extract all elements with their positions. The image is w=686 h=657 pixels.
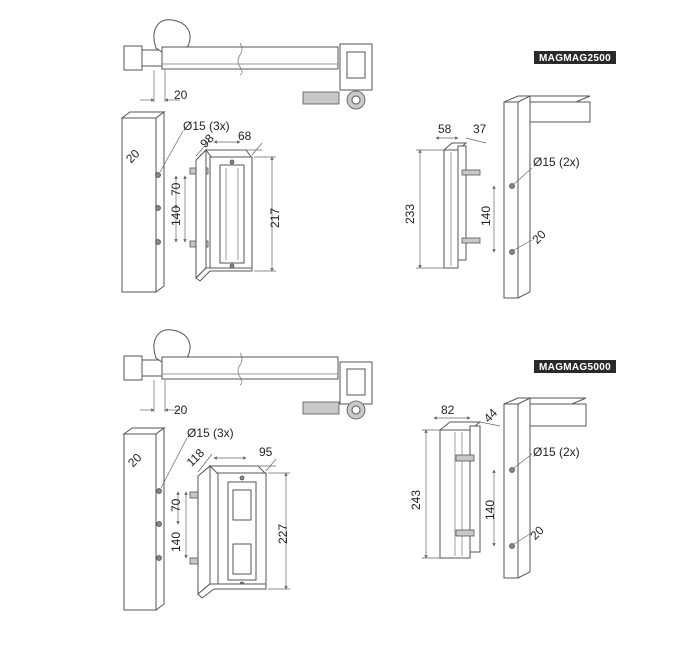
side-post bbox=[503, 403, 519, 579]
plate-depth-label: 82 bbox=[441, 403, 455, 417]
post-with-bracket-2: 20 Ø15 (3x) 70 140 118 bbox=[122, 426, 290, 611]
bracket-width-label: 68 bbox=[238, 129, 252, 143]
model-magmag2500: 20 20 Ø15 (3x) 70 140 bbox=[120, 19, 616, 299]
plate-width-label: 44 bbox=[481, 406, 501, 426]
plate-height-label: 233 bbox=[403, 204, 417, 224]
gate-beam bbox=[529, 101, 591, 123]
screw bbox=[461, 237, 481, 244]
plate-width-label: 37 bbox=[473, 122, 487, 136]
mounting-hole bbox=[155, 239, 161, 245]
gate-beam bbox=[529, 403, 587, 427]
hole-spacing-large-label: 140 bbox=[169, 206, 183, 226]
gate-rail bbox=[161, 46, 339, 70]
hinge-bolt bbox=[302, 91, 340, 105]
model-name: MAGMAG5000 bbox=[539, 362, 611, 373]
side-post bbox=[503, 101, 519, 299]
holes-left-label: Ø15 (3x) bbox=[187, 426, 234, 440]
break-mark bbox=[237, 42, 243, 76]
post-with-bracket-1: 20 Ø15 (3x) 70 140 bbox=[120, 111, 282, 293]
right-spacing-label: 140 bbox=[483, 500, 497, 520]
side-view-2: 82 44 243 Ø15 (2x) 140 20 bbox=[409, 397, 587, 579]
right-offset-label: 20 bbox=[529, 227, 549, 247]
bracket-side bbox=[195, 148, 207, 280]
hole-spacing-large-label: 140 bbox=[169, 532, 183, 552]
holes-right-label: Ø15 (2x) bbox=[533, 155, 580, 169]
mounting-hole bbox=[155, 205, 161, 211]
model-magmag5000: 20 20 Ø15 (3x) 70 140 bbox=[122, 329, 616, 611]
side-view-1: 58 37 233 Ø15 (2x) 140 20 bbox=[403, 95, 591, 299]
hinge-offset-label: 20 bbox=[174, 88, 188, 102]
square-post bbox=[121, 117, 157, 293]
gate-rail bbox=[161, 356, 339, 380]
hole-spacing-small-label: 70 bbox=[169, 182, 183, 196]
right-spacing-label: 140 bbox=[479, 206, 493, 226]
screw bbox=[461, 169, 481, 176]
plate-height-label: 243 bbox=[409, 490, 423, 510]
bracket-height-label: 217 bbox=[268, 208, 282, 228]
bracket-width-label: 95 bbox=[259, 445, 273, 459]
model-badge-1: MAGMAG2500 bbox=[534, 51, 616, 64]
model-name: MAGMAG2500 bbox=[539, 53, 611, 64]
model-badge-2: MAGMAG5000 bbox=[534, 360, 616, 373]
bracket-depth-label: 98 bbox=[197, 131, 217, 151]
holes-left-label: Ø15 (3x) bbox=[183, 119, 230, 133]
hinge-offset-label: 20 bbox=[174, 403, 188, 417]
square-post bbox=[123, 433, 157, 611]
bracket-height-label: 227 bbox=[276, 524, 290, 544]
mounting-hole bbox=[155, 172, 161, 178]
gate-arm-top-view-2: 20 bbox=[123, 329, 373, 420]
bracket-depth-label: 118 bbox=[184, 446, 208, 470]
arm-clamp bbox=[141, 49, 163, 67]
holes-right-label: Ø15 (2x) bbox=[533, 445, 580, 459]
plate-depth-label: 58 bbox=[438, 122, 452, 136]
arm-end-block bbox=[123, 45, 143, 71]
hinge-bolt bbox=[302, 401, 340, 415]
hole-spacing-small-label: 70 bbox=[169, 498, 183, 512]
gate-arm-top-view-1: 20 bbox=[123, 19, 373, 110]
